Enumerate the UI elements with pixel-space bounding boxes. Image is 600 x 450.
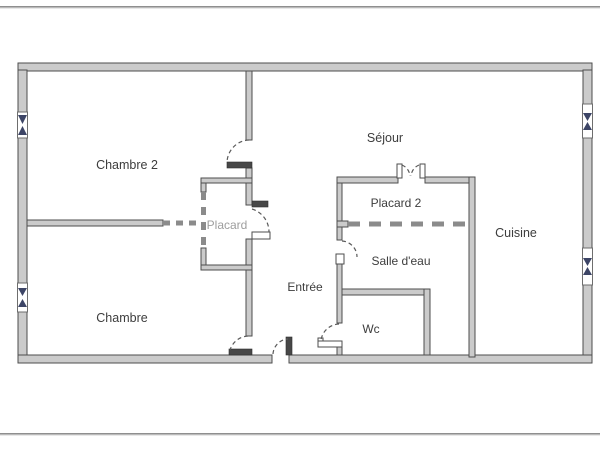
window-chevron-icon	[583, 267, 592, 275]
wall-sejour-south	[424, 176, 472, 184]
top-divider-line	[0, 6, 600, 9]
wall-top	[17, 62, 593, 72]
window-chevron-icon	[18, 299, 27, 307]
room-label-salledeau: Salle d'eau	[371, 254, 430, 268]
door-leaf-wc	[317, 340, 343, 348]
room-labels: Chambre 2 Séjour Cuisine Chambre Entrée …	[96, 131, 537, 336]
door-arc-double-right	[410, 164, 420, 177]
door-arc-chambre	[229, 335, 249, 351]
wall-wc-right	[423, 288, 431, 356]
window-chevron-icon	[583, 113, 592, 121]
window-glass	[17, 111, 28, 139]
door-arc-salledeau	[341, 240, 358, 258]
wall-salledeau-left	[336, 261, 343, 324]
wall-placard-top	[200, 177, 253, 184]
door-leaf-salledeau	[335, 253, 345, 265]
window-glass	[17, 282, 28, 313]
wall-right-segment	[582, 137, 593, 249]
wall-bottom-segment	[288, 354, 593, 364]
wall-left-segment	[17, 69, 28, 113]
wall-wc-top	[341, 288, 431, 296]
door-arc-sejour	[226, 139, 250, 164]
wall-chambre-entree	[245, 238, 253, 337]
door-leaf-placard	[251, 231, 271, 240]
door-leaf-double-right	[419, 163, 426, 179]
wall-bottom-segment	[17, 354, 273, 364]
wall-left-segment	[17, 137, 28, 284]
window-chevron-icon	[18, 288, 27, 296]
wall-right-segment	[582, 69, 593, 105]
doors	[226, 139, 426, 356]
window-symbol-left-bottom	[17, 282, 28, 313]
window-symbol-right-bottom	[582, 247, 593, 286]
wall-chambre2-sejour	[245, 70, 253, 141]
wall-placard-left-cap	[200, 182, 207, 193]
divider-line-highlight	[0, 434, 600, 436]
door-arc-wc	[320, 323, 340, 341]
window-chevron-icon	[18, 115, 27, 124]
room-label-placard2: Placard 2	[371, 196, 422, 210]
room-label-wc: Wc	[362, 322, 379, 336]
room-label-cuisine: Cuisine	[495, 226, 537, 240]
room-label-placard: Placard	[207, 218, 248, 232]
wall-placard-door-stub	[251, 200, 269, 208]
divider-line-highlight	[0, 7, 600, 9]
wall-placard-left-cap	[200, 247, 207, 266]
divider-line	[0, 6, 600, 8]
room-label-entree: Entrée	[287, 280, 323, 294]
door-leaf-double-left	[396, 163, 403, 179]
window-glass	[582, 247, 593, 286]
windows	[17, 103, 593, 313]
wall-cuisine-divider	[468, 176, 476, 358]
divider-line	[0, 433, 600, 435]
room-label-sejour: Séjour	[367, 131, 403, 145]
room-label-chambre: Chambre	[96, 311, 147, 325]
door-arc-double-left	[401, 164, 411, 177]
door-leaf-sejour	[226, 161, 253, 169]
door-arc-placard	[251, 208, 270, 233]
wall-placard-bottom	[200, 264, 253, 271]
wall-sejour-south	[336, 176, 399, 184]
room-label-chambre2: Chambre 2	[96, 158, 158, 172]
door-leaf-chambre	[228, 348, 253, 356]
wall-right-segment	[582, 284, 593, 364]
window-chevron-icon	[583, 122, 592, 130]
window-symbol-right-top	[582, 103, 593, 139]
wall-placard2-bottom-cap	[336, 220, 349, 228]
bottom-divider-line	[0, 433, 600, 436]
window-chevron-icon	[18, 126, 27, 135]
interior-walls	[26, 70, 476, 358]
door-leaf-entrance	[285, 336, 293, 356]
door-arc-entrance	[272, 338, 289, 355]
window-chevron-icon	[583, 258, 592, 266]
wall-placard2-left	[336, 182, 343, 241]
wall-chambres-divider	[26, 219, 164, 227]
wall-central-segment	[245, 167, 253, 206]
window-symbol-left-top	[17, 111, 28, 139]
